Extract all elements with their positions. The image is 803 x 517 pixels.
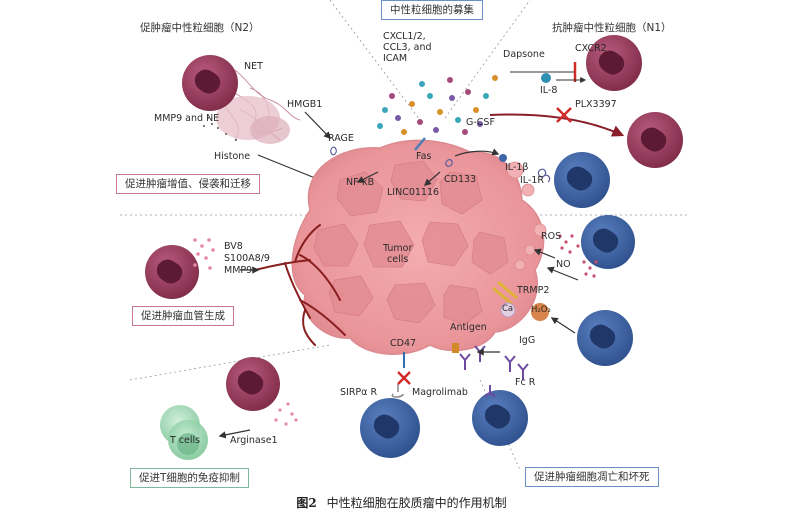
label-magrolimab: Magrolimab — [412, 387, 468, 398]
n1-neutrophil-sirpa — [360, 398, 420, 458]
label-tumor-cells: Tumor cells — [383, 243, 413, 265]
n1-neutrophil-ros — [581, 215, 635, 269]
particles-angio — [193, 238, 215, 270]
angiogenesis-box: 促进肿瘤血管生成 — [132, 306, 234, 326]
label-net: NET — [244, 61, 263, 72]
n1-section-title: 抗肿瘤中性粒细胞（N1） — [552, 22, 672, 34]
label-il8: IL-8 — [540, 85, 558, 96]
il8-molecule — [541, 73, 551, 83]
label-nfkb: NF-κB — [346, 177, 375, 188]
label-arginase1: Arginase1 — [230, 435, 278, 446]
label-cd47: CD47 — [390, 338, 417, 349]
label-dapsone: Dapsone — [503, 49, 545, 60]
label-mmp9: MMP9 — [224, 265, 253, 276]
no-particles — [582, 260, 598, 278]
label-no: NO — [556, 259, 571, 270]
label-mmp9-ne: MMP9 and NE — [154, 113, 220, 124]
recruitment-section-title: 中性粒细胞的募集 — [381, 0, 483, 20]
rage-receptor — [330, 146, 337, 156]
label-gcsf: G-CSF — [466, 117, 495, 128]
n2-section-title: 促肿瘤中性粒细胞（N2） — [140, 22, 260, 34]
tumor-mass — [291, 139, 547, 355]
label-fcr: Fc R — [515, 377, 536, 388]
n2-neutrophil-top — [182, 55, 238, 111]
label-plx3397: PLX3397 — [575, 99, 617, 110]
sirpa-receptor — [391, 384, 404, 398]
plx-inhibition-mark — [556, 107, 572, 123]
n1-neutrophil-top — [586, 35, 642, 91]
label-cxcr2: CXCR2 — [575, 43, 607, 54]
calcium-ion — [500, 302, 516, 318]
n2-neutrophil-angio — [145, 245, 199, 299]
label-hmgb1: HMGB1 — [287, 99, 323, 110]
n1-neutrophil-fcr — [472, 390, 528, 446]
cd133-receptor — [445, 159, 453, 167]
t-cells — [160, 405, 208, 460]
label-antigen: Antigen — [450, 322, 487, 333]
particles-n2 — [203, 117, 237, 141]
cd47-inhibition-mark — [397, 371, 411, 385]
label-h2o2: H₂O₂ — [531, 305, 551, 315]
label-ros: ROS — [541, 231, 562, 242]
label-igg: IgG — [519, 335, 536, 346]
label-t-cells: T cells — [170, 435, 201, 446]
apoptosis-box: 促进肿瘤细胞凋亡和坏死 — [525, 467, 659, 487]
figure-number: 图2 — [296, 496, 317, 510]
il1r-receptor — [537, 168, 551, 183]
particles-arginase — [274, 402, 298, 426]
label-bv8: BV8 — [224, 241, 243, 252]
fas-receptor — [414, 137, 426, 151]
n1-neutrophil-il1r — [554, 152, 610, 208]
figure-caption: 图2 中性粒细胞在胶质瘤中的作用机制 — [0, 494, 803, 511]
label-fas: Fas — [416, 151, 432, 162]
label-chemokines: CXCL1/2, CCL3, and ICAM — [383, 31, 432, 64]
n1-neutrophil-h2o2 — [577, 310, 633, 366]
label-il1b: IL-1β — [505, 162, 529, 173]
antibodies — [459, 345, 529, 398]
n2-neutrophil-bottom — [226, 357, 280, 411]
immunosuppression-box: 促进T细胞的免疫抑制 — [130, 468, 249, 488]
chemokine-dots — [377, 75, 498, 135]
label-linc01116: LINC01116 — [387, 187, 440, 198]
antigen-marker — [452, 343, 459, 353]
label-calcium: Ca — [502, 304, 514, 314]
blood-vessels — [254, 224, 346, 346]
n1-neutrophil-plx — [627, 112, 683, 168]
label-cd133: CD133 — [444, 174, 477, 185]
label-s100a8-9: S100A8/9 — [224, 253, 270, 264]
proliferation-box: 促进肿瘤增值、侵袭和迁移 — [116, 174, 260, 194]
label-trmp2: TRMP2 — [517, 285, 550, 296]
h2o2-molecule — [531, 303, 549, 321]
label-rage: RAGE — [328, 133, 354, 144]
il1b-molecule — [499, 154, 507, 162]
trmp2-channel — [492, 280, 518, 306]
label-sirpa-r: SIRPα R — [340, 387, 378, 398]
label-il1r: IL-1R — [520, 175, 545, 186]
ros-particles — [558, 234, 580, 254]
figure-caption-text: 中性粒细胞在胶质瘤中的作用机制 — [326, 496, 507, 510]
label-histone: Histone — [214, 151, 251, 162]
